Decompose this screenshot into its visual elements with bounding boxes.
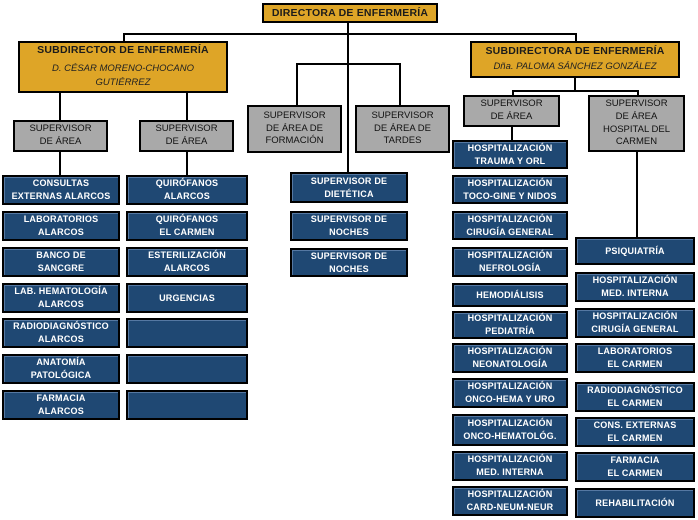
node-unit-empty xyxy=(126,354,248,384)
node-supervisor-area-left-2: SUPERVISOR DE ÁREA xyxy=(139,120,234,152)
node-unit: HOSPITALIZACIÓN TOCO-GINE Y NIDOS xyxy=(452,175,568,204)
node-unit: FARMACIA ALARCOS xyxy=(2,390,120,420)
connector xyxy=(186,152,188,175)
node-unit: RADIODIAGNÓSTICO ALARCOS xyxy=(2,318,120,348)
connector xyxy=(347,35,349,172)
connector xyxy=(637,92,639,95)
connector xyxy=(123,35,125,41)
node-unit: REHABILITACIÓN xyxy=(575,488,695,518)
node-unit: HEMODIÁLISIS xyxy=(452,283,568,307)
node-unit: CONSULTAS EXTERNAS ALARCOS xyxy=(2,175,120,205)
node-unit: HOSPITALIZACIÓN TRAUMA Y ORL xyxy=(452,140,568,169)
connector xyxy=(347,23,349,33)
node-unit: CONS. EXTERNAS EL CARMEN xyxy=(575,417,695,447)
connector xyxy=(575,35,577,41)
node-unit: ESTERILIZACIÓN ALARCOS xyxy=(126,247,248,277)
node-unit: LAB. HEMATOLOGÍA ALARCOS xyxy=(2,283,120,313)
node-unit: QUIRÓFANOS EL CARMEN xyxy=(126,211,248,241)
node-unit: HOSPITALIZACIÓN NEFROLOGÍA xyxy=(452,247,568,277)
connector xyxy=(186,93,188,120)
node-unit: HOSPITALIZACIÓN CIRUGÍA GENERAL xyxy=(575,308,695,338)
node-subdirectora: SUBDIRECTORA DE ENFERMERÍA Dña. PALOMA S… xyxy=(470,41,680,78)
node-unit: HOSPITALIZACIÓN CIRUGÍA GENERAL xyxy=(452,211,568,240)
node-unit: BANCO DE SANCGRE xyxy=(2,247,120,277)
node-supervisor-noches-1: SUPERVISOR DE NOCHES xyxy=(290,211,408,241)
node-subdirector: SUBDIRECTOR DE ENFERMERÍA D. CÉSAR MOREN… xyxy=(18,41,228,93)
node-title: SUBDIRECTOR DE ENFERMERÍA xyxy=(37,43,209,56)
node-unit: RADIODIAGNÓSTICO EL CARMEN xyxy=(575,382,695,412)
connector xyxy=(399,65,401,105)
node-supervisor-formacion: SUPERVISOR DE ÁREA DE FORMACIÓN xyxy=(247,105,342,153)
node-unit: LABORATORIOS EL CARMEN xyxy=(575,343,695,373)
node-unit: HOSPITALIZACIÓN PEDIATRÍA xyxy=(452,311,568,339)
connector xyxy=(636,152,638,237)
connector xyxy=(123,33,577,35)
node-unit: HOSPITALIZACIÓN ONCO-HEMA Y URO xyxy=(452,378,568,408)
node-supervisor-dietetica: SUPERVISOR DE DIETÉTICA xyxy=(290,172,408,203)
node-unit: HOSPITALIZACIÓN NEONATOLOGÍA xyxy=(452,343,568,373)
connector xyxy=(511,127,513,140)
node-supervisor-area-left-1: SUPERVISOR DE ÁREA xyxy=(13,120,108,152)
connector xyxy=(59,93,61,120)
node-unit: LABORATORIOS ALARCOS xyxy=(2,211,120,241)
node-unit: HOSPITALIZACIÓN ONCO-HEMATOLÓG. xyxy=(452,414,568,446)
node-unit: FARMACIA EL CARMEN xyxy=(575,452,695,482)
node-unit: PSIQUIATRÍA xyxy=(575,237,695,265)
connector xyxy=(296,63,401,65)
node-title: SUBDIRECTORA DE ENFERMERÍA xyxy=(485,44,665,57)
person-name: Dña. PALOMA SÁNCHEZ GONZÁLEZ xyxy=(493,60,657,72)
connector xyxy=(296,65,298,105)
node-supervisor-area-right: SUPERVISOR DE ÁREA xyxy=(463,95,560,127)
node-directora: DIRECTORA DE ENFERMERÍA xyxy=(262,3,438,23)
person-name: D. CÉSAR MORENO-CHOCANO GUTIÉRREZ xyxy=(52,62,194,88)
connector xyxy=(574,78,576,90)
connector xyxy=(59,152,61,175)
node-unit: URGENCIAS xyxy=(126,283,248,313)
node-unit-empty xyxy=(126,318,248,348)
node-unit: ANATOMÍA PATOLÓGICA xyxy=(2,354,120,384)
node-unit: QUIRÓFANOS ALARCOS xyxy=(126,175,248,205)
node-unit: HOSPITALIZACIÓN CARD-NEUM-NEUR xyxy=(452,486,568,516)
connector xyxy=(512,92,514,95)
node-unit: HOSPITALIZACIÓN MED. INTERNA xyxy=(452,451,568,481)
node-unit: HOSPITALIZACIÓN MED. INTERNA xyxy=(575,272,695,302)
connector xyxy=(512,90,639,92)
node-unit-empty xyxy=(126,390,248,420)
node-title: DIRECTORA DE ENFERMERÍA xyxy=(271,7,429,19)
node-supervisor-hospital-carmen: SUPERVISOR DE ÁREA HOSPITAL DEL CARMEN xyxy=(588,95,685,152)
node-supervisor-tardes: SUPERVISOR DE ÁREA DE TARDES xyxy=(355,105,450,153)
node-supervisor-noches-2: SUPERVISOR DE NOCHES xyxy=(290,248,408,277)
